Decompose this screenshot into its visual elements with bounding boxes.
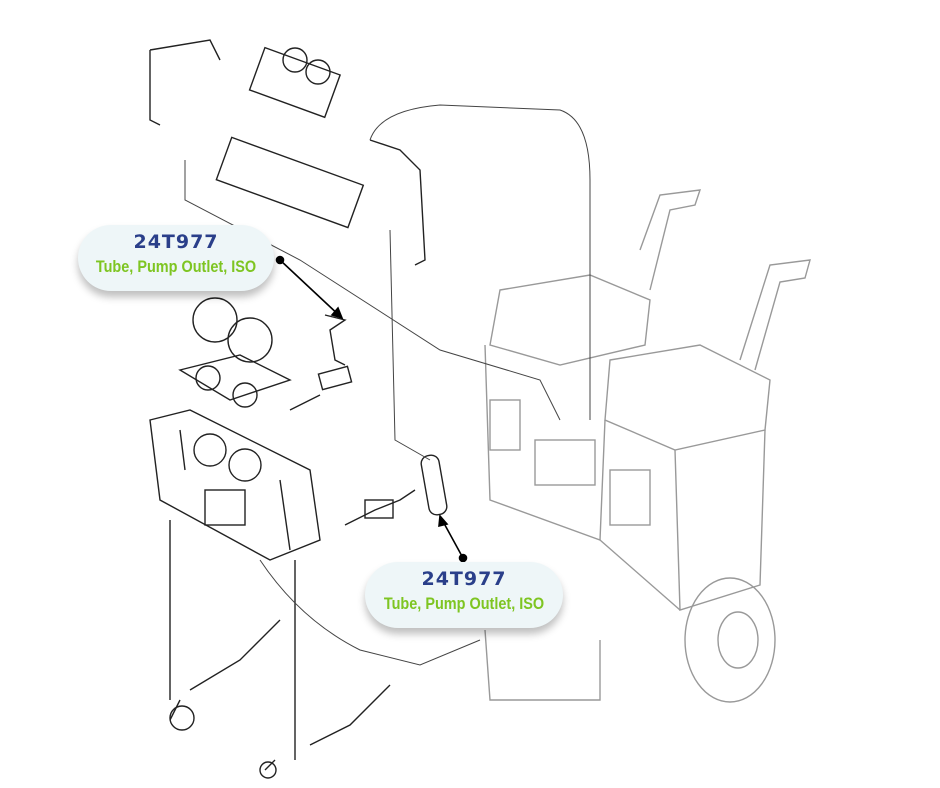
part-number: 24T977 <box>133 231 219 253</box>
fluid-manifold <box>215 136 365 229</box>
part-description: Tube, Pump Outlet, ISO <box>383 594 545 613</box>
callout-bottom: 24T977 Tube, Pump Outlet, ISO <box>365 562 563 628</box>
fan-assembly <box>178 297 292 408</box>
hopper-left <box>489 274 651 366</box>
hose-routing <box>184 104 591 666</box>
iso-outlet-tube-parts <box>289 314 448 526</box>
frame-right-panel <box>674 429 766 611</box>
cart-base <box>484 629 601 701</box>
cart-handle-right <box>739 259 811 371</box>
part-description: Tube, Pump Outlet, ISO <box>95 257 257 276</box>
hopper-right <box>604 344 771 451</box>
part-number: 24T977 <box>421 568 507 590</box>
callout-top: 24T977 Tube, Pump Outlet, ISO <box>78 225 274 291</box>
gauge-manifold <box>149 39 426 266</box>
frame-left-panel <box>484 344 606 541</box>
cart-handle-left <box>639 189 702 291</box>
callout-leaders <box>275 255 468 563</box>
wheel <box>684 577 776 703</box>
proportioner-pump <box>149 409 391 779</box>
leader-line-1 <box>279 259 343 319</box>
